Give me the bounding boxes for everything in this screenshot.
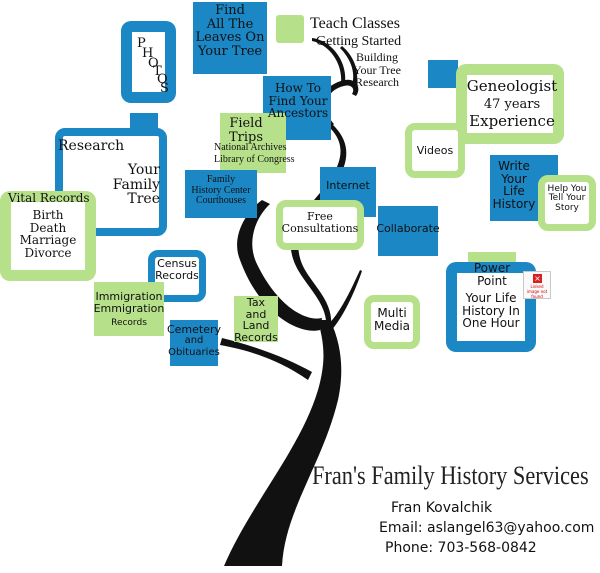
how-to-find-label: How To Find Your Ancestors	[267, 81, 329, 121]
experience-label: Experience	[469, 112, 555, 130]
broken-image-x-icon: ×	[533, 274, 542, 283]
field-trips-label: Field Trips	[228, 116, 264, 145]
geneologist-frame	[456, 64, 564, 144]
phone-text: Phone: 703-568-0842	[385, 540, 537, 556]
years-label: 47 years	[483, 97, 541, 112]
owner-name: Fran Kovalchik	[391, 500, 493, 516]
find-leaves-label: Find All The Leaves On Your Tree	[195, 3, 265, 59]
immigration-square	[94, 282, 164, 336]
and-label: and	[184, 335, 204, 346]
photos-letter: H	[142, 46, 154, 61]
multi-media-label: Multi Media	[373, 306, 411, 333]
collaborate-square	[378, 206, 438, 256]
email-text: Email: aslangel63@yahoo.com	[379, 520, 595, 536]
photos-frame	[121, 21, 176, 103]
broken-image-text: Linked image not found	[526, 284, 548, 299]
your-family-tree-label: Your Family Tree	[112, 162, 160, 208]
building-tree-label: Building Your Tree Research	[353, 50, 401, 90]
tax-land-square	[234, 296, 278, 342]
photos-letter: O	[157, 72, 168, 87]
help-tell-story-frame	[538, 175, 596, 231]
records-label: Records	[111, 318, 147, 328]
free-consultations-label: Free Consultations	[281, 210, 359, 235]
find-leaves-square	[193, 2, 267, 74]
vital-records-label: Vital Records	[8, 191, 90, 205]
national-archives-label: National Archives	[214, 142, 287, 153]
research-frame	[55, 128, 167, 236]
teach-small-square	[276, 15, 304, 43]
immigration-label: Immigration Emmigration	[93, 290, 165, 315]
geneologist-label: Geneologist	[466, 77, 558, 95]
research-label: Research	[58, 138, 125, 154]
help-tell-story-label: Help You Tell Your Story	[547, 184, 587, 213]
your-life-history-label: Your Life History In One Hour	[462, 291, 520, 331]
free-consultations-frame	[276, 200, 364, 250]
photos-letter: S	[160, 81, 169, 96]
library-of-congress-label: Library of Congress	[214, 154, 295, 165]
census-records-label: Census Records	[155, 257, 199, 282]
family-history-center-label: Family History Center Courthouses	[191, 174, 251, 206]
vital-records-frame	[0, 191, 96, 281]
cemetery-label: Cemetery	[166, 323, 222, 336]
family-history-center-square	[185, 170, 257, 218]
collaborate-label: Collaborate	[376, 222, 440, 235]
internet-label: Internet	[326, 179, 370, 192]
photos-letter: P	[137, 36, 146, 51]
business-name: Fran's Family History Services	[312, 461, 589, 490]
videos-frame	[405, 123, 465, 178]
multi-media-frame	[364, 295, 420, 349]
teach-classes-label: Teach Classes	[310, 15, 400, 32]
photos-letter: O	[148, 56, 159, 71]
videos-label: Videos	[416, 144, 454, 157]
photos-letter: T	[153, 64, 162, 79]
write-life-history-label: Write Your Life History	[492, 159, 536, 211]
birth-death-label: Birth Death Marriage Divorce	[19, 208, 77, 260]
cemetery-square	[170, 320, 218, 366]
life-history-frame	[446, 262, 536, 352]
obituaries-label: Obituaries	[168, 347, 220, 358]
getting-started-label: Getting Started	[316, 34, 402, 49]
geneologist-accent-square	[428, 60, 458, 88]
field-trips-square	[220, 113, 286, 173]
tax-land-records-label: Tax and Land Records	[234, 296, 278, 344]
power-point-label: Power Point	[473, 261, 511, 288]
broken-image-icon: × Linked image not found	[523, 271, 551, 299]
